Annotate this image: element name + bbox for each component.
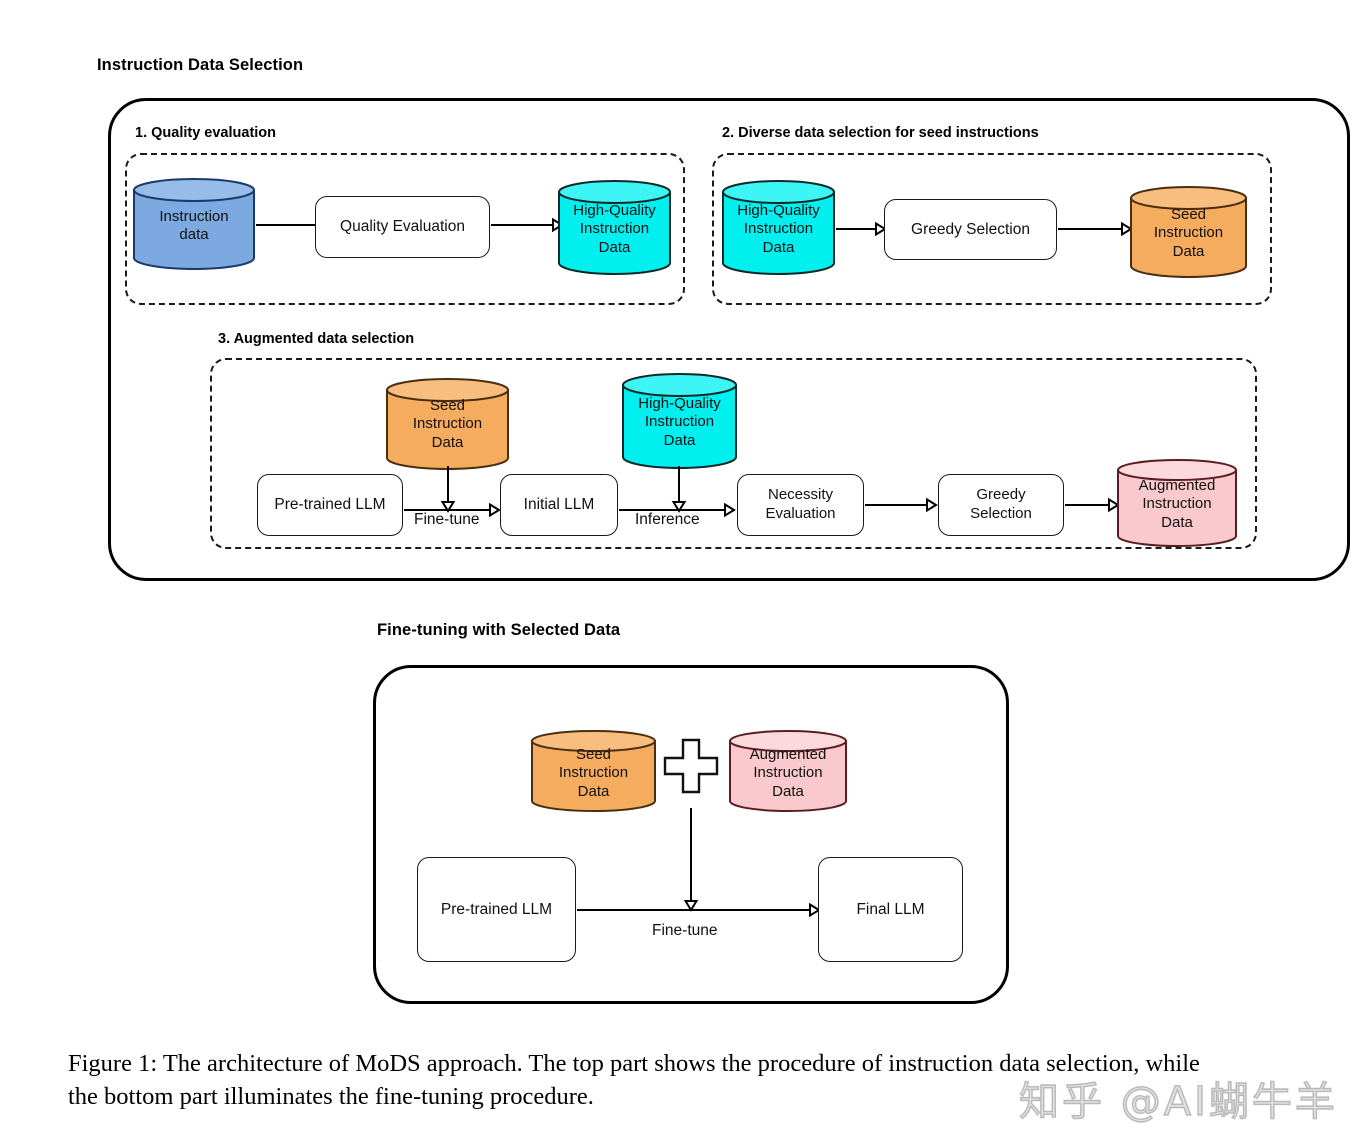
step3-dashed-panel [210, 358, 1257, 549]
plus-icon [663, 738, 719, 794]
necessity-evaluation-box[interactable]: Necessity Evaluation [737, 474, 864, 536]
fine-tuning-section-title: Fine-tuning with Selected Data [377, 621, 621, 639]
greedy-selection-label-step3: Greedy Selection [970, 486, 1032, 522]
figure-caption-line-1: Figure 1: The architecture of MoDS appro… [68, 1050, 1200, 1077]
augmented-instruction-data-cylinder-finetune: Augmented Instruction Data [729, 730, 847, 812]
high-quality-instruction-data-cylinder-step2: High-Quality Instruction Data [722, 180, 835, 275]
finetune-horizontal-arrow [577, 902, 821, 918]
step2-arrow-2 [1058, 221, 1133, 237]
seed-instruction-data-cylinder-finetune: Seed Instruction Data [531, 730, 656, 812]
step3-arrow-necessity-greedy [865, 497, 938, 513]
pre-trained-llm-box-step3[interactable]: Pre-trained LLM [257, 474, 403, 536]
seed-instruction-data-cylinder-step3: Seed Instruction Data [386, 378, 509, 470]
step2-dashed-panel [712, 153, 1272, 305]
step1-arrow-2 [491, 217, 564, 233]
step3-heading: 3. Augmented data selection [218, 331, 415, 347]
high-quality-instruction-data-cylinder-step1: High-Quality Instruction Data [558, 180, 671, 275]
step2-heading: 2. Diverse data selection for seed instr… [722, 125, 1039, 141]
step3-arrow-greedy-augmented [1065, 497, 1120, 513]
step1-heading: 1. Quality evaluation [135, 125, 277, 141]
step3-finetune-arrow [404, 502, 501, 518]
quality-evaluation-box[interactable]: Quality Evaluation [315, 196, 490, 258]
finetune-edge-label: Fine-tune [652, 922, 718, 939]
augmented-instruction-data-cylinder-step3: Augmented Instruction Data [1117, 459, 1237, 547]
step3-finetune-label: Fine-tune [414, 511, 480, 528]
step3-inference-arrow [619, 502, 736, 518]
step1-dashed-panel [125, 153, 685, 305]
high-quality-instruction-data-cylinder-step3: High-Quality Instruction Data [622, 373, 737, 469]
initial-llm-box[interactable]: Initial LLM [500, 474, 618, 536]
greedy-selection-box-step3[interactable]: Greedy Selection [938, 474, 1064, 536]
seed-instruction-data-cylinder-step2: Seed Instruction Data [1130, 186, 1247, 278]
pre-trained-llm-box-finetune[interactable]: Pre-trained LLM [417, 857, 576, 962]
figure-caption-line-2: the bottom part illuminates the fine-tun… [68, 1083, 594, 1110]
greedy-selection-box-step2[interactable]: Greedy Selection [884, 199, 1057, 260]
step3-seed-down-arrow [440, 466, 456, 513]
step3-hq-down-arrow [671, 466, 687, 513]
step3-inference-label: Inference [635, 511, 700, 528]
finetune-down-arrow [683, 808, 699, 912]
step2-arrow-1 [836, 221, 887, 237]
instruction-data-cylinder: Instruction data [133, 178, 255, 270]
necessity-evaluation-label: Necessity Evaluation [765, 486, 836, 522]
final-llm-box[interactable]: Final LLM [818, 857, 963, 962]
page-title-instruction-data-selection: Instruction Data Selection [97, 56, 304, 74]
